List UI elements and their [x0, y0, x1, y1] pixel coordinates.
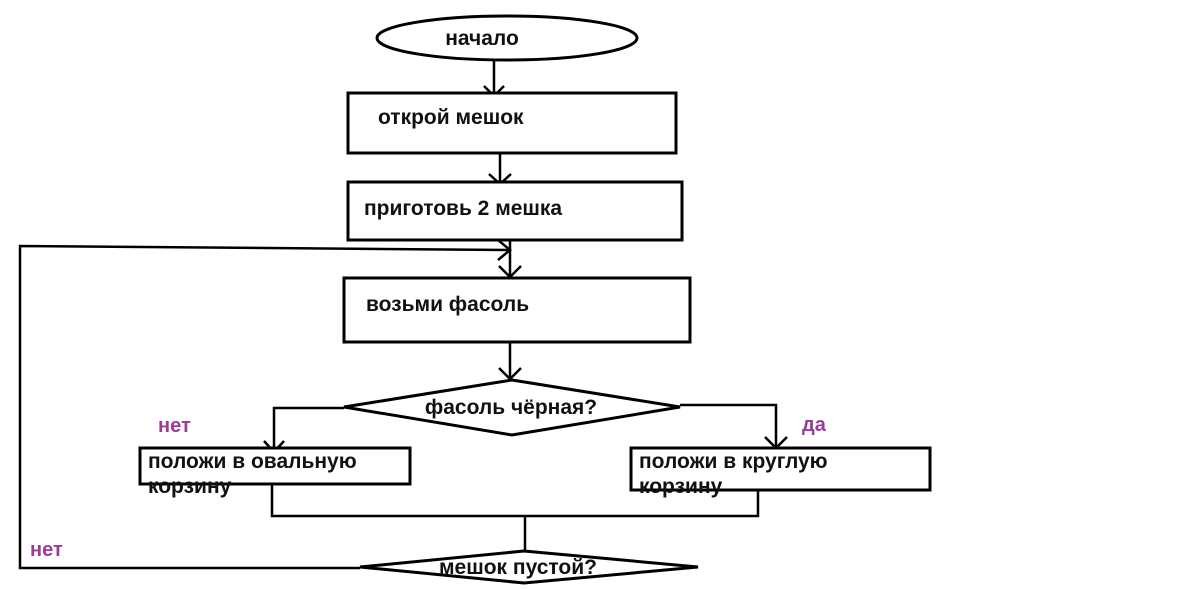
take-bean-label: возьми фасоль — [366, 293, 529, 316]
put-round-box — [629, 446, 932, 492]
prepare-bags-box — [346, 180, 684, 242]
open-bag-label: открой мешок — [378, 106, 524, 129]
take-bean-box — [342, 276, 692, 344]
put-round-label-line1: положи в круглую — [639, 450, 828, 473]
start-terminal — [375, 14, 639, 62]
branch-label-yes-right: да — [802, 414, 827, 436]
connector-decision-oval — [272, 406, 344, 450]
put-oval-label-line1: положи в овальную — [148, 450, 357, 473]
open-bag-box — [346, 91, 678, 155]
connector-merge — [270, 484, 760, 518]
branch-label-no-left: нет — [158, 415, 191, 437]
decision-black-diamond — [343, 378, 681, 437]
decision-black-label: фасоль чёрная? — [425, 396, 597, 419]
connector-loop-back — [18, 244, 509, 570]
put-oval-box — [138, 446, 412, 486]
prepare-bags-label: приготовь 2 мешка — [364, 197, 562, 220]
put-round-label-line2: корзину — [639, 475, 723, 498]
put-oval-label-line2: корзину — [148, 475, 232, 498]
decision-empty-label: мешок пустой? — [439, 556, 597, 579]
branch-label-no-loop: нет — [30, 539, 63, 561]
arrowhead-icon — [497, 239, 512, 261]
decision-empty-diamond — [359, 549, 699, 585]
start-label: начало — [445, 27, 519, 50]
connector-decision-round — [680, 403, 778, 446]
